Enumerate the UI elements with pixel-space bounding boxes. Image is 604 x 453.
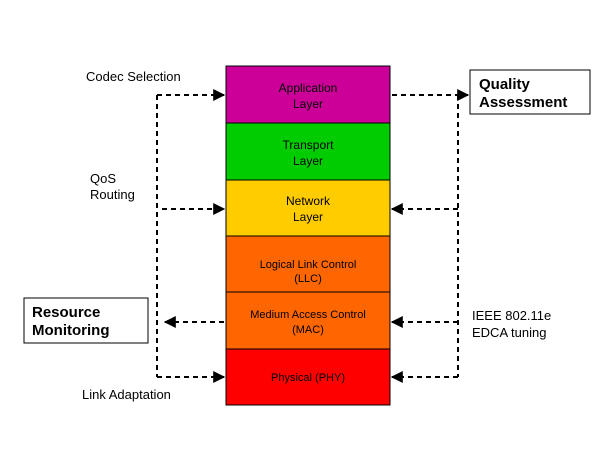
quality-assessment-line2: Assessment	[479, 94, 567, 111]
transport-layer-block	[225, 122, 391, 181]
mac-layer-label-line1: Medium Access Control	[250, 309, 366, 321]
transport-layer-label-line1: Transport	[283, 138, 335, 152]
left-arrows	[156, 89, 226, 383]
phy-layer-label: Physical (PHY)	[271, 372, 345, 384]
ieee-label-line1: IEEE 802.11e	[472, 308, 551, 323]
transport-layer-label-line2: Layer	[293, 154, 323, 168]
application-layer-label-line1: Application	[279, 81, 338, 95]
qos-label-line2: Routing	[90, 187, 135, 202]
mac-layer-block	[225, 291, 391, 350]
ieee-label-line2: EDCA tuning	[472, 325, 546, 340]
right-arrows	[390, 89, 470, 383]
network-layer-block	[225, 179, 391, 237]
quality-assessment-line1: Quality	[479, 76, 531, 93]
protocol-stack: Application Layer Transport Layer Networ…	[225, 65, 391, 406]
quality-assessment-box: Quality Assessment	[469, 69, 591, 115]
llc-layer-label-line2: (LLC)	[294, 273, 322, 285]
application-layer-block	[225, 65, 391, 124]
application-layer-label-line2: Layer	[293, 97, 323, 111]
network-layer-label-line1: Network	[286, 194, 331, 208]
codec-selection-label: Codec Selection	[86, 69, 181, 84]
resource-monitoring-line2: Monitoring	[32, 322, 109, 339]
mac-layer-label-line2: (MAC)	[292, 324, 324, 336]
network-layer-label-line2: Layer	[293, 210, 323, 224]
link-adaptation-label: Link Adaptation	[82, 387, 171, 402]
resource-monitoring-box: Resource Monitoring	[23, 297, 149, 344]
llc-layer-label-line1: Logical Link Control	[260, 259, 357, 271]
llc-layer-block	[225, 235, 391, 293]
qos-label-line1: QoS	[90, 171, 116, 186]
phy-layer-block	[225, 348, 391, 406]
resource-monitoring-line1: Resource	[32, 304, 100, 321]
